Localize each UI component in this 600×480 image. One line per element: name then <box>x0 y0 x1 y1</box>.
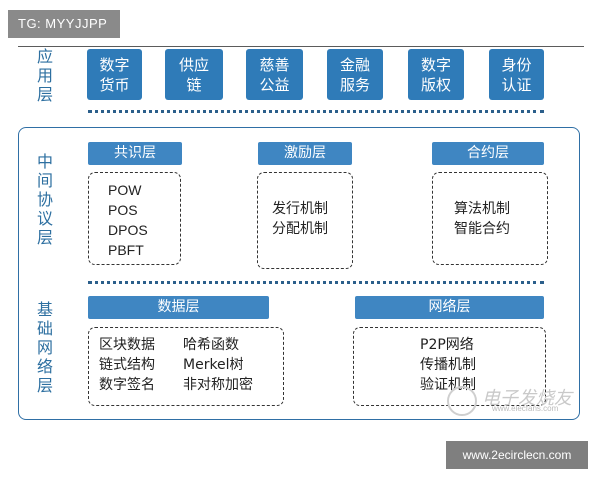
app-tile-finance: 金融服务 <box>327 49 383 100</box>
incentive-item: 分配机制 <box>272 221 328 237</box>
data-layer-item: 数字签名 <box>99 377 155 393</box>
data-layer-header: 数据层 <box>88 296 269 319</box>
app-tile-supply-chain: 供应链 <box>165 49 223 100</box>
data-layer-item: 区块数据 <box>99 337 155 353</box>
consensus-item: POW <box>108 182 142 198</box>
incentive-layer-header: 激励层 <box>258 142 352 165</box>
data-layer-item: 非对称加密 <box>183 377 253 393</box>
top-divider <box>18 46 584 47</box>
app-layer-label: 应用层 <box>36 47 53 104</box>
consensus-box <box>88 172 181 265</box>
data-layer-item: 链式结构 <box>99 357 155 373</box>
app-layer-dotted-divider <box>88 110 544 113</box>
watermark-text: 电子发烧友 <box>482 388 572 408</box>
consensus-item: DPOS <box>108 222 148 238</box>
contract-item: 算法机制 <box>454 201 510 217</box>
contract-item: 智能合约 <box>454 221 510 237</box>
data-layer-item: Merkel树 <box>183 357 244 373</box>
footer-url: www.2ecirclecn.com <box>446 441 588 469</box>
watermark-logo-icon <box>447 386 477 416</box>
base-layer-label: 基础网络层 <box>36 300 53 395</box>
watermark-subtext: www.elecfans.com <box>492 404 559 413</box>
consensus-item: POS <box>108 202 138 218</box>
consensus-layer-header: 共识层 <box>88 142 182 165</box>
app-tile-copyright: 数字版权 <box>408 49 464 100</box>
contract-box <box>432 172 548 265</box>
data-layer-box <box>88 327 284 406</box>
contract-layer-header: 合约层 <box>432 142 544 165</box>
middle-layer-dotted-divider <box>88 281 544 284</box>
consensus-item: PBFT <box>108 242 144 258</box>
data-layer-item: 哈希函数 <box>183 337 239 353</box>
incentive-box <box>257 172 353 269</box>
protocol-frame <box>18 127 580 420</box>
network-layer-item: P2P网络 <box>420 337 474 353</box>
app-tile-identity: 身份认证 <box>489 49 544 100</box>
network-layer-header: 网络层 <box>355 296 544 319</box>
middle-layer-label: 中间协议层 <box>36 152 53 247</box>
incentive-item: 发行机制 <box>272 201 328 217</box>
app-tile-digital-currency: 数字货币 <box>87 49 142 100</box>
source-tag: TG: MYYJJPP <box>8 10 120 38</box>
network-layer-item: 传播机制 <box>420 357 476 373</box>
app-tile-charity: 慈善公益 <box>246 49 303 100</box>
